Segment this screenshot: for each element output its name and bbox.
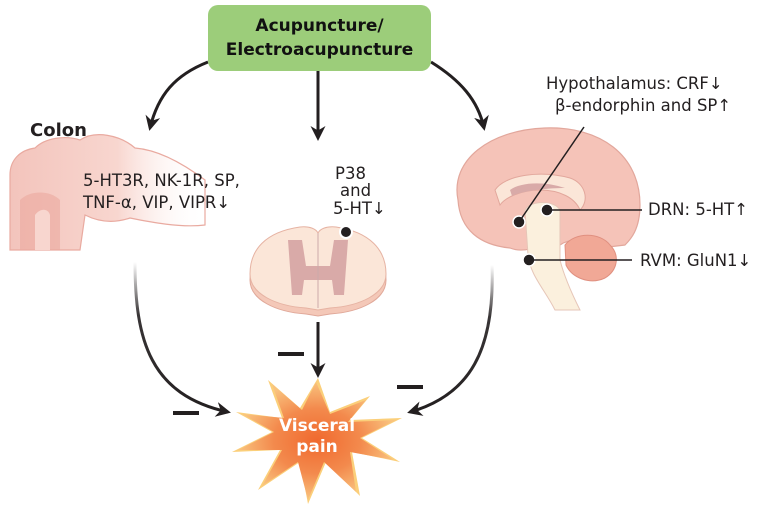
arrow-to-brain xyxy=(430,60,489,131)
inhibition-sign-colon xyxy=(173,411,199,415)
colon-label: Colon xyxy=(30,120,87,141)
acupuncture-box: Acupuncture/ Electroacupuncture xyxy=(208,5,431,71)
hypothalamus-label-line1: Hypothalamus: CRF↓ xyxy=(546,74,723,93)
acupuncture-label-line2: Electroacupuncture xyxy=(225,40,414,60)
inhibition-sign-brain xyxy=(397,385,423,389)
visceral-pain-burst xyxy=(238,382,396,500)
spinal-cord-marker xyxy=(339,225,353,239)
rvm-label: RVM: GluN1↓ xyxy=(640,251,752,270)
hypothalamus-leader xyxy=(518,126,585,223)
arrow-colon-to-pain xyxy=(133,261,231,417)
colon-markers-line2: TNF-α, VIP, VIPR↓ xyxy=(83,193,231,212)
inhibition-sign-spinal xyxy=(278,352,304,356)
spinal-label-line2: and xyxy=(340,181,372,200)
spinal-label-line3: 5-HT↓ xyxy=(333,199,386,218)
drn-label: DRN: 5-HT↑ xyxy=(648,200,749,219)
hypothalamus-label-line2: β-endorphin and SP↑ xyxy=(555,96,732,115)
visceral-pain-label: Visceral pain xyxy=(262,416,372,458)
brain-illustration xyxy=(456,127,641,311)
arrow-to-colon xyxy=(145,60,209,131)
spinal-label-line1: P38 xyxy=(335,164,366,183)
acupuncture-label-line1: Acupuncture/ xyxy=(255,16,384,36)
visceral-pain-line1: Visceral xyxy=(278,416,356,436)
colon-markers-line1: 5-HT3R, NK-1R, SP, xyxy=(83,171,240,190)
colon-illustration xyxy=(9,134,206,251)
arrow-brain-to-pain xyxy=(407,264,494,416)
spinal-cord-illustration xyxy=(249,226,387,317)
visceral-pain-line2: pain xyxy=(296,437,338,457)
